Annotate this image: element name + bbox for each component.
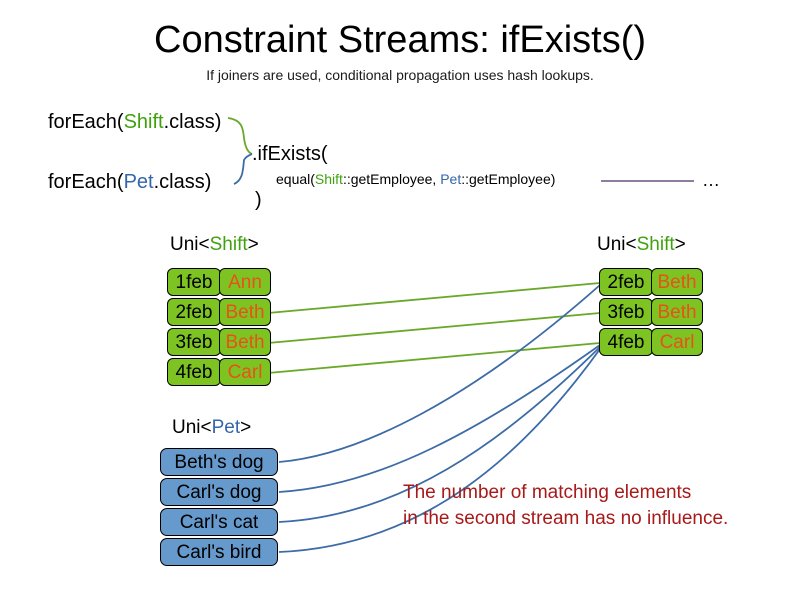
connector-pet-carls-dog — [278, 344, 601, 493]
label-pet-type: Pet — [211, 417, 241, 438]
code-foreach-pet-post: .class) — [153, 171, 212, 193]
label-right-pre: Uni< — [597, 234, 637, 255]
equal-tail-line — [601, 180, 694, 182]
table-row[interactable]: 4feb Carl — [599, 328, 703, 356]
code-foreach-pet-pre: forEach( — [48, 171, 124, 193]
code-equal-shift-method: ::getEmployee, — [342, 171, 441, 187]
annotation-note: The number of matching elements in the s… — [403, 480, 728, 532]
code-equal-joiner: equal(Shift::getEmployee, Pet::getEmploy… — [276, 170, 555, 188]
code-equal-pet-type: Pet — [440, 171, 462, 187]
connector-shift-2feb — [267, 282, 601, 314]
label-right-uni-shift: Uni<Shift> — [597, 233, 686, 257]
cell-name: Beth — [651, 298, 703, 326]
label-pet-post: > — [240, 417, 252, 438]
cell-date: 1feb — [167, 268, 221, 296]
label-right-type: Shift — [636, 234, 675, 255]
cell-name: Beth — [219, 328, 271, 356]
equal-ellipsis: … — [702, 170, 720, 190]
code-foreach-pet: forEach(Pet.class) — [48, 170, 211, 194]
cell-date: 2feb — [167, 298, 221, 326]
table-row[interactable]: 2feb Beth — [167, 298, 271, 326]
cell-date: 2feb — [599, 268, 653, 296]
code-close-paren: ) — [255, 189, 262, 211]
list-item[interactable]: Carl's cat — [160, 508, 278, 536]
connector-shift-4feb — [267, 342, 601, 374]
cell-name: Ann — [219, 268, 271, 296]
label-left-type: Shift — [209, 234, 248, 255]
cell-name: Beth — [651, 268, 703, 296]
label-right-post: > — [674, 234, 686, 255]
label-uni-pet: Uni<Pet> — [172, 416, 251, 440]
page-title: Constraint Streams: ifExists() — [154, 19, 646, 61]
code-foreach-shift: forEach(Shift.class) — [48, 110, 221, 134]
page-subtitle: If joiners are used, conditional propaga… — [206, 67, 594, 83]
label-pet-pre: Uni< — [172, 417, 212, 438]
code-foreach-shift-post: .class) — [163, 111, 222, 133]
table-row[interactable]: 3feb Beth — [599, 298, 703, 326]
code-foreach-shift-type: Shift — [123, 111, 164, 133]
cell-date: 3feb — [167, 328, 221, 356]
code-foreach-shift-pre: forEach( — [48, 111, 124, 133]
cell-date: 4feb — [167, 358, 221, 386]
cell-name: Beth — [219, 298, 271, 326]
label-left-uni-shift: Uni<Shift> — [170, 233, 259, 257]
table-row[interactable]: 2feb Beth — [599, 268, 703, 296]
brace-upper-shift — [227, 117, 253, 155]
code-foreach-pet-type: Pet — [123, 171, 154, 193]
code-equal-pre: equal( — [276, 171, 315, 187]
connector-shift-3feb — [267, 312, 601, 344]
cell-date: 4feb — [599, 328, 653, 356]
label-left-pre: Uni< — [170, 234, 210, 255]
table-row[interactable]: 3feb Beth — [167, 328, 271, 356]
code-ifexists: .ifExists( — [252, 143, 328, 165]
list-item[interactable]: Beth's dog — [160, 448, 278, 476]
cell-date: 3feb — [599, 298, 653, 326]
cell-name: Carl — [651, 328, 703, 356]
annotation-line-1: The number of matching elements — [403, 482, 692, 503]
list-item[interactable]: Carl's dog — [160, 478, 278, 506]
cell-name: Carl — [219, 358, 271, 386]
connector-pet-beths-dog — [278, 284, 601, 463]
code-equal-shift-type: Shift — [314, 171, 343, 187]
table-row[interactable]: 4feb Carl — [167, 358, 271, 386]
table-row[interactable]: 1feb Ann — [167, 268, 271, 296]
code-equal-pet-method: ::getEmployee) — [461, 171, 556, 187]
label-left-post: > — [247, 234, 259, 255]
list-item[interactable]: Carl's bird — [160, 538, 278, 566]
brace-lower-pet — [233, 153, 253, 185]
annotation-line-2: in the second stream has no influence. — [403, 508, 729, 529]
